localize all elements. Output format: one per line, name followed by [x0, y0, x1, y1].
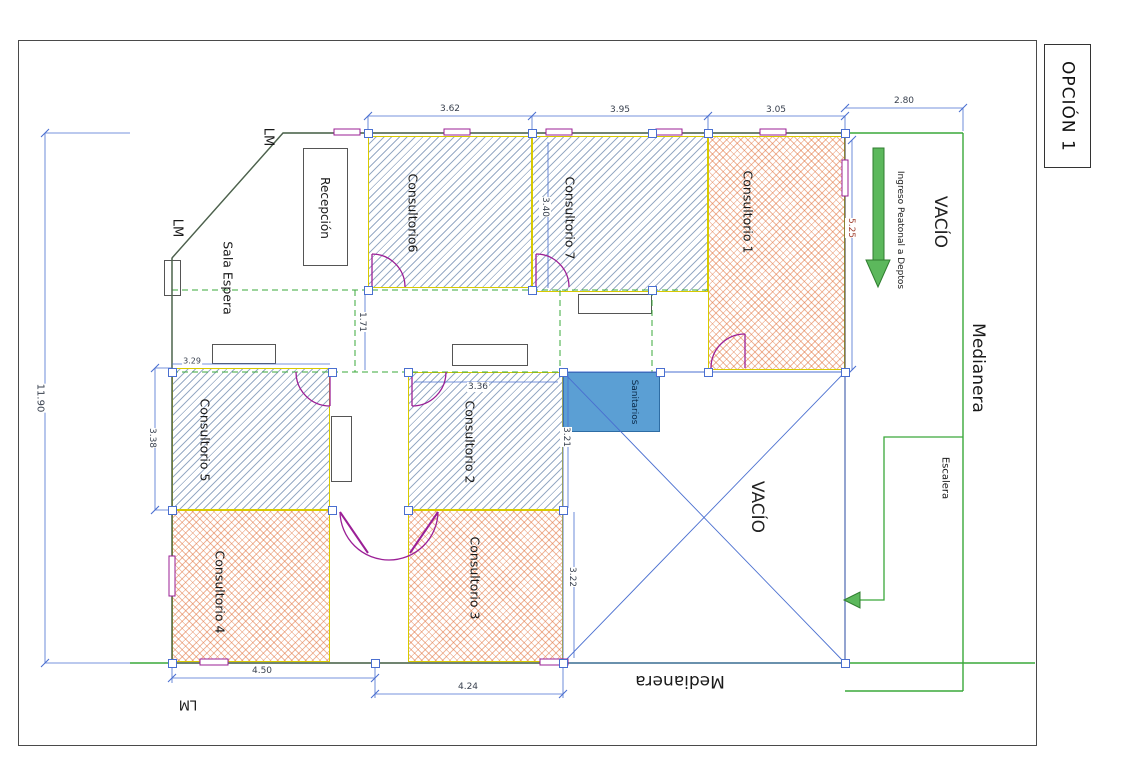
label-lm-top: LM [260, 127, 276, 147]
label-consultorio4: Consultorio 4 [212, 550, 228, 634]
column-marker [704, 368, 713, 377]
dimension-ticks [40, 103, 968, 699]
column-marker [371, 659, 380, 668]
column-marker [364, 129, 373, 138]
waiting-table [212, 344, 276, 364]
column-marker [559, 506, 568, 515]
building-outline [171, 132, 846, 664]
dim-c1-height: 5.25 [845, 217, 857, 239]
shelf-unit [331, 416, 352, 482]
page-title: OPCIÓN 1 [1057, 60, 1078, 152]
column-marker [528, 286, 537, 295]
corridor-dashed-lines [172, 289, 845, 373]
column-marker [168, 506, 177, 515]
escalera-path [860, 436, 963, 601]
sheet-frame [18, 40, 1037, 746]
label-consultorio6: Consultorio6 [405, 173, 421, 253]
column-marker [404, 368, 413, 377]
column-marker [841, 659, 850, 668]
label-consultorio7: Consultorio 7 [562, 176, 578, 260]
label-consultorio1: Consultorio 1 [740, 170, 756, 254]
dim-c2-width: 3.36 [466, 382, 490, 392]
reception-desk [303, 148, 348, 266]
room-consultorio3 [408, 510, 563, 662]
column-marker [404, 506, 413, 515]
column-marker [648, 286, 657, 295]
column-marker [841, 368, 850, 377]
dim-c7-height: 3.40 [539, 196, 551, 218]
label-lm-left: LM [169, 218, 185, 238]
ingreso-arrow [865, 147, 891, 289]
label-lm-bottom: LM [178, 696, 198, 712]
dimension-lines [44, 107, 964, 698]
column-marker [841, 129, 850, 138]
label-ingreso-peatonal: Ingreso Peatonal a Deptos [895, 170, 905, 290]
column-marker [656, 368, 665, 377]
column-marker [648, 129, 657, 138]
label-vacio-mid: VACÍO [747, 480, 767, 534]
label-vacio-top: VACÍO [930, 195, 950, 249]
label-medianera-bottom: Medianera [635, 671, 725, 691]
room-consultorio5 [172, 368, 330, 510]
vacio-cross-lines [562, 371, 846, 664]
column-marker [328, 506, 337, 515]
label-sanitarios: Sanitarios [629, 379, 639, 425]
label-escalera: Escalera [939, 456, 951, 500]
column-marker [528, 129, 537, 138]
dim-top-2: 3.95 [608, 105, 632, 115]
title-block: OPCIÓN 1 [1044, 44, 1091, 168]
dim-left-total: 11.90 [33, 383, 47, 413]
dim-top-3: 3.05 [764, 105, 788, 115]
room-consultorio6 [368, 136, 532, 288]
column-marker [328, 368, 337, 377]
dim-c3-height: 3.22 [566, 566, 578, 588]
dim-top-right: 2.80 [892, 96, 916, 106]
dim-corridor: 1.71 [356, 311, 368, 333]
column-marker [364, 286, 373, 295]
room-consultorio4 [172, 510, 330, 662]
label-consultorio3: Consultorio 3 [467, 536, 483, 620]
dim-top-1: 3.62 [438, 104, 462, 114]
dim-bottom-1: 4.50 [250, 666, 274, 676]
column-marker [559, 659, 568, 668]
dim-left-c5: 3.38 [146, 427, 158, 449]
label-consultorio2: Consultorio 2 [462, 400, 478, 484]
window-marks [168, 128, 849, 666]
column-marker [559, 368, 568, 377]
column-marker [704, 129, 713, 138]
dim-bottom-2: 4.24 [456, 682, 480, 692]
dim-c2-height: 3.21 [560, 426, 572, 448]
corridor-counter-1 [452, 344, 528, 366]
dim-c5-top: 3.29 [182, 356, 202, 366]
label-recepcion: Recepción [318, 177, 332, 239]
column-marker [168, 368, 177, 377]
label-medianera-right: Medianera [968, 323, 988, 413]
door-swing-arcs [295, 253, 746, 561]
label-consultorio5: Consultorio 5 [197, 398, 213, 482]
escalera-arrowhead [842, 591, 861, 609]
column-marker [168, 659, 177, 668]
label-sala-espera: Sala Espera [220, 241, 236, 315]
